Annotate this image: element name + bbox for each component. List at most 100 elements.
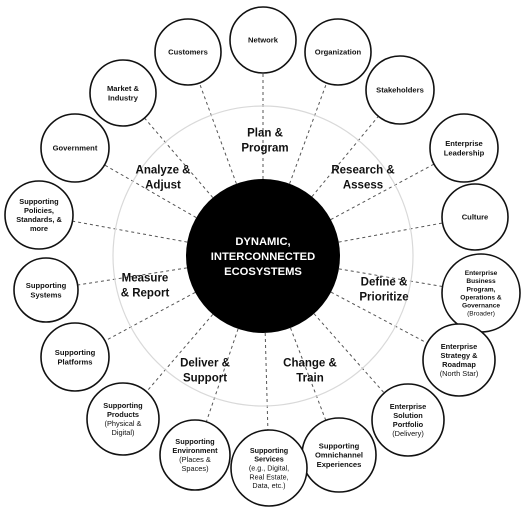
node-label: Solution [393, 411, 423, 420]
node-label: Supporting [19, 197, 59, 206]
node-label: Enterprise [445, 139, 483, 148]
spoke-line [72, 220, 188, 243]
node-label: Business [466, 278, 496, 285]
node-circle [40, 113, 110, 183]
center-hub-circle [186, 179, 340, 333]
node-label: Supporting [26, 281, 67, 290]
center-label-line: INTERCONNECTED [211, 251, 315, 263]
node-organization: Organization [304, 18, 372, 86]
node-label: Program, [467, 286, 496, 293]
node-sublabel: Real Estate, [249, 472, 288, 481]
node-label: Customers [168, 48, 208, 57]
phase-label-line: Train [296, 373, 323, 385]
spoke-line [264, 332, 269, 431]
spoke-line [290, 327, 327, 421]
node-label: Network [248, 36, 279, 45]
phase-label-line: Plan & [247, 128, 283, 140]
node-label: Organization [315, 48, 362, 57]
node-government: Government [40, 113, 110, 183]
phase-label-line: Change & [283, 358, 337, 370]
node-label: Supporting [319, 441, 360, 450]
node-label: Governance [462, 302, 500, 309]
inner-ring-circle [112, 105, 414, 407]
node-label: Standards, & [16, 215, 62, 224]
phase-research: Research & Assess [331, 165, 394, 192]
node-label: Culture [462, 213, 489, 222]
spoke-line [313, 313, 385, 394]
spoke-line [198, 82, 237, 184]
inner-ring [112, 105, 414, 407]
phase-measure: Measure& Report [121, 273, 170, 300]
node-label: Enterprise [390, 402, 427, 411]
node-circle [4, 180, 74, 250]
node-label: Strategy & [441, 351, 479, 360]
phase-label-line: Define & [361, 277, 408, 289]
node-label: Enterprise [441, 342, 478, 351]
node-label: Stakeholders [376, 86, 424, 95]
center-label-line: DYNAMIC, [235, 236, 290, 248]
node-sublabel: (North Star) [440, 369, 479, 378]
node-circle [89, 59, 157, 127]
node-circle [159, 419, 231, 491]
node-sublabel: (Places & [179, 455, 211, 464]
spoke-line [104, 291, 196, 342]
spokes [72, 73, 443, 431]
node-label: Supporting [250, 446, 288, 455]
node-culture: Culture [441, 183, 509, 251]
node-customers: Customers [154, 18, 222, 86]
node-label: Systems [30, 290, 61, 299]
node-stakeholders: Stakeholders [365, 55, 435, 125]
satellite-nodes: NetworkOrganizationStakeholdersEnterpris… [4, 6, 521, 507]
node-circle [86, 382, 160, 456]
node-label: Omnichannel [315, 451, 363, 460]
node-sublabel: Data, etc.) [252, 481, 285, 490]
node-circle [304, 18, 372, 86]
phase-label-line: Prioritize [359, 292, 408, 304]
phase-analyze: Analyze &Adjust [136, 165, 191, 192]
node-circle [371, 383, 445, 457]
node-label: Products [107, 410, 139, 419]
node-circle [229, 6, 297, 74]
node-circle [429, 113, 499, 183]
node-circle [230, 429, 308, 507]
spoke-line [205, 328, 239, 423]
phase-label-line: Program [241, 143, 288, 155]
node-label: Roadmap [442, 360, 476, 369]
node-sublabel: (Delivery) [392, 429, 424, 438]
node-label: Services [254, 455, 284, 464]
node-label: Supporting [55, 348, 96, 357]
node-circle [13, 257, 79, 323]
phase-label-line: Research & [331, 165, 394, 177]
node-sublabel: (e.g., Digital, [249, 464, 289, 473]
node-circle [441, 183, 509, 251]
phase-plan: Plan & Program [241, 128, 288, 155]
node-label: Environment [172, 446, 218, 455]
phase-label-line: Measure [122, 273, 169, 285]
node-label: Portfolio [393, 420, 424, 429]
spoke-line [77, 267, 187, 286]
phase-label-line: Assess [343, 180, 383, 192]
spoke-line [146, 314, 214, 393]
spoke-line [311, 115, 379, 197]
node-circle [365, 55, 435, 125]
node-sublabel: (Physical & [105, 419, 142, 428]
node-sublabel: Spaces) [181, 464, 208, 473]
phase-deliver: Deliver &Support [180, 358, 230, 385]
phase-label-line: Support [183, 373, 227, 385]
spoke-line [289, 82, 328, 184]
spoke-line [330, 291, 428, 344]
phase-change: Change & Train [283, 358, 337, 385]
node-label: Supporting [175, 437, 215, 446]
node-market-industry: Market &Industry [89, 59, 157, 127]
